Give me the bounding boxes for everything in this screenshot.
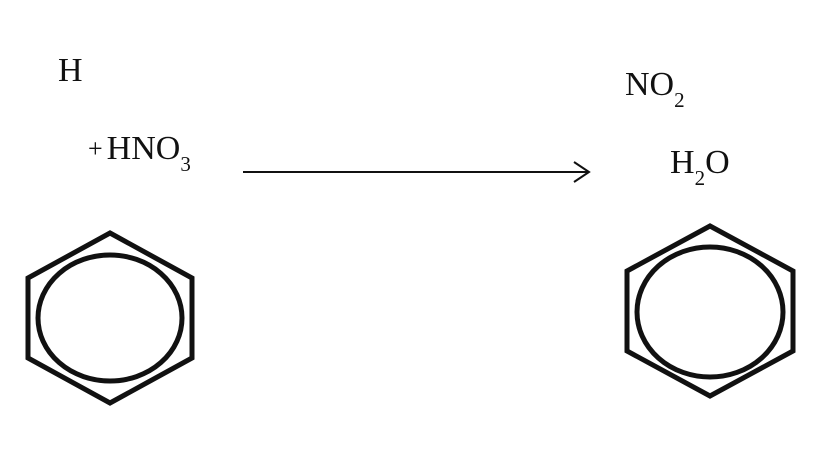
reaction-arrow-head bbox=[573, 161, 591, 183]
product-substituent-nitro: NO2 bbox=[625, 66, 685, 111]
benzene-ring-product bbox=[624, 223, 796, 399]
reagent-formula-main: HNO bbox=[106, 130, 181, 167]
product-substituent-subscript: 2 bbox=[674, 88, 685, 112]
benzene-hexagon-product bbox=[624, 223, 796, 399]
reaction-arrow bbox=[243, 161, 591, 183]
reagent-formula-subscript: 3 bbox=[180, 152, 191, 176]
benzene-aromatic-circle-product bbox=[634, 244, 786, 380]
product-substituent-main: NO bbox=[625, 66, 675, 103]
byproduct-subscript: 2 bbox=[694, 166, 706, 190]
reactant-substituent-h: H bbox=[58, 54, 83, 88]
plus-sign: + bbox=[88, 134, 103, 163]
byproduct-oxygen: O bbox=[705, 144, 730, 181]
byproduct-water: H2O bbox=[670, 144, 730, 189]
reagent-nitric-acid: +HNO3 bbox=[88, 130, 191, 175]
byproduct-hydrogen: H bbox=[670, 144, 695, 181]
benzene-hexagon-reactant bbox=[25, 230, 195, 406]
benzene-aromatic-circle-reactant bbox=[35, 252, 185, 384]
reactant-substituent-text: H bbox=[58, 52, 83, 89]
benzene-ring-reactant bbox=[25, 230, 195, 406]
